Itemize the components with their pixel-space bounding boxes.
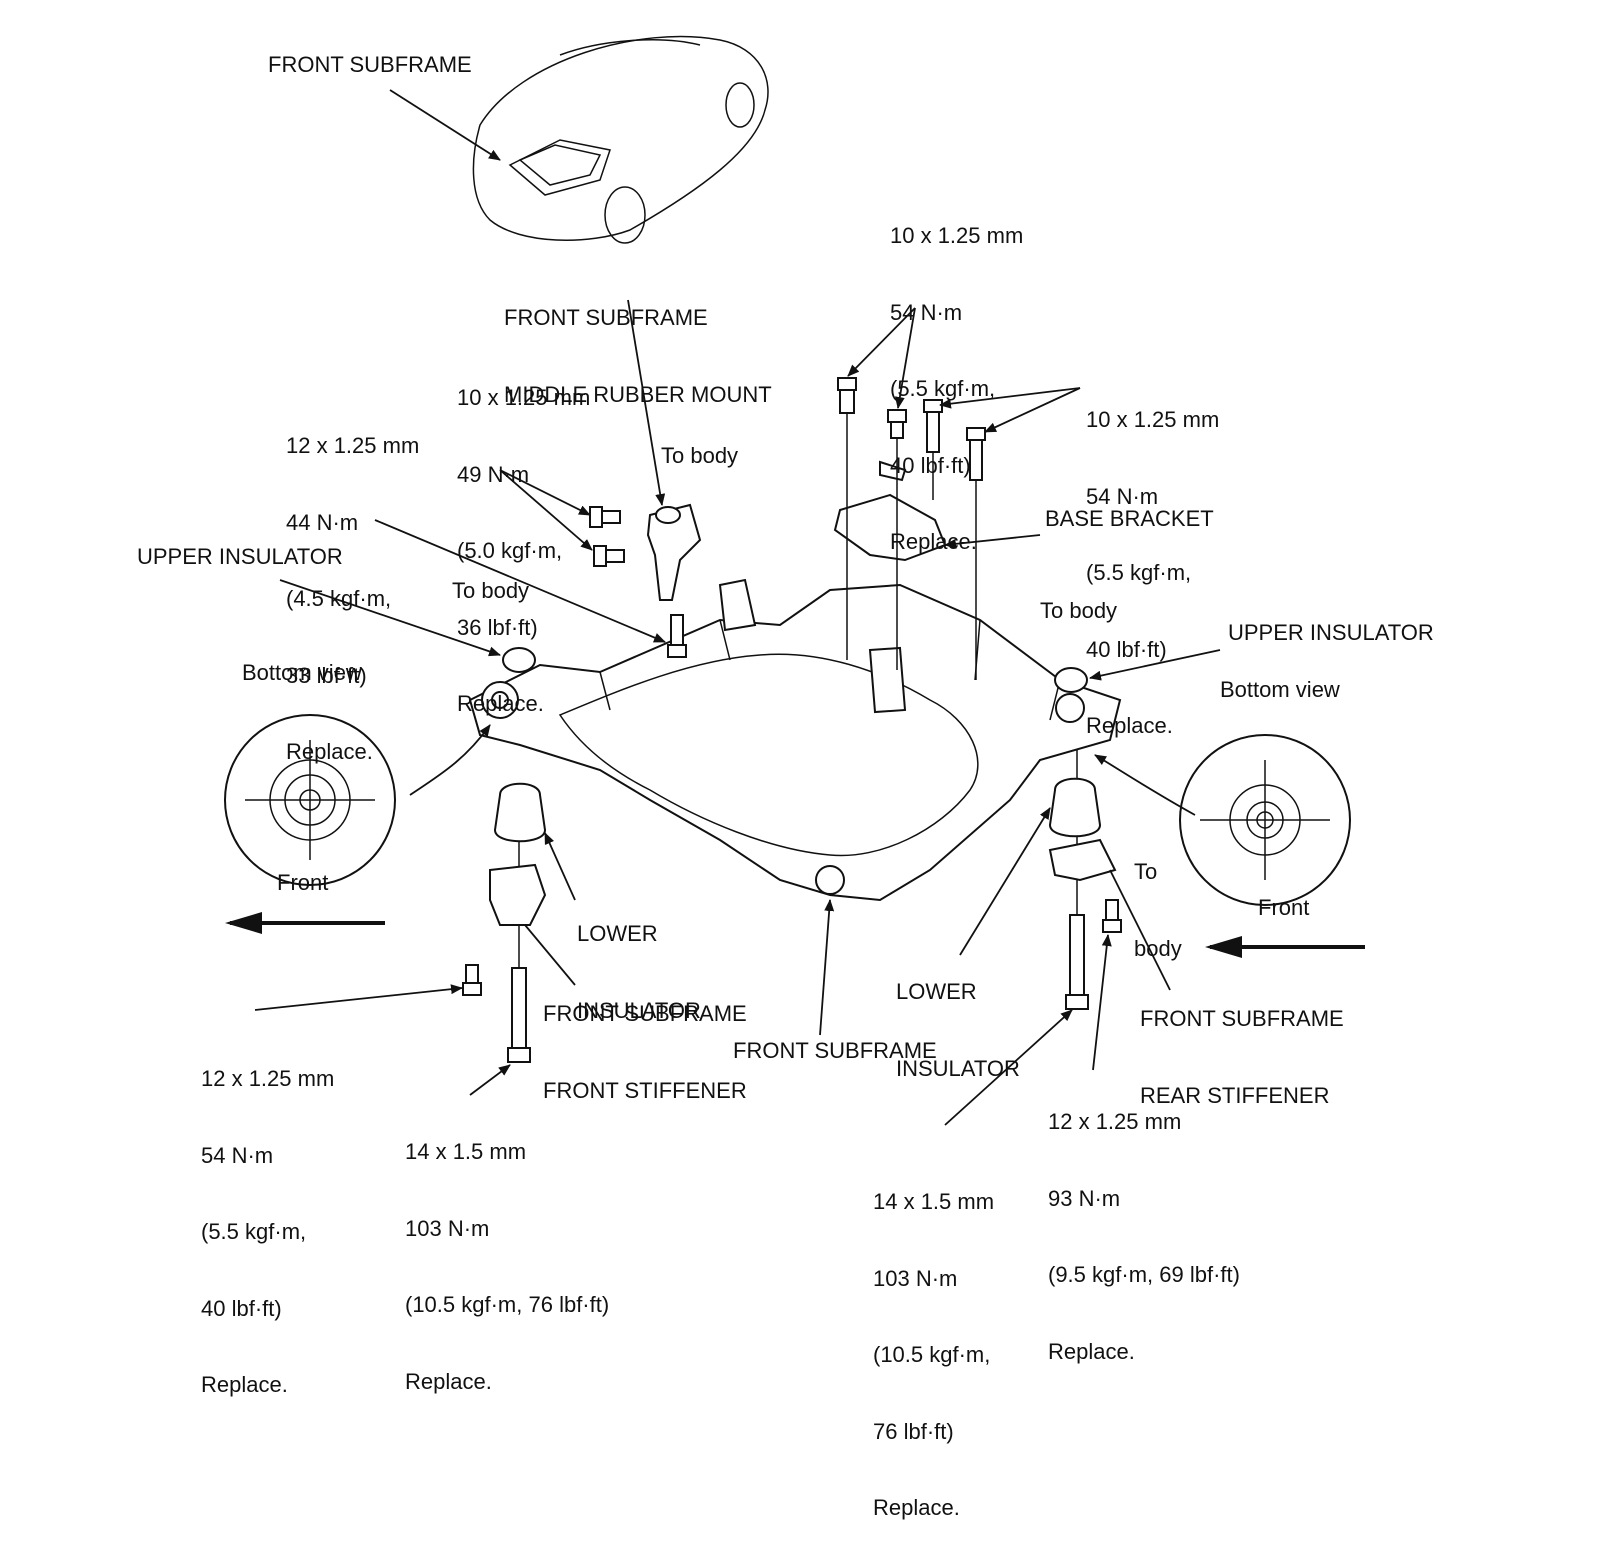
spec-torque-kgf: (5.0 kgf·m,: [457, 538, 563, 563]
spec-size: 10 x 1.25 mm: [890, 223, 1024, 248]
to-body-right-label: To body: [1040, 598, 1118, 623]
spec-torque-nm: 93 N·m: [1048, 1185, 1121, 1211]
spec-torque-kgf: (5.5 kgf·m,: [201, 1219, 307, 1244]
label-line: FRONT SUBFRAME: [504, 305, 708, 330]
leader-lines: [254, 89, 1221, 1126]
spec-size: 12 x 1.25 mm: [1048, 1109, 1182, 1134]
spec-size: 12 x 1.25 mm: [201, 1066, 335, 1091]
torque-spec-top-center: 10 x 1.25 mm 54 N·m (5.5 kgf·m, 40 lbf·f…: [890, 172, 1023, 580]
spec-torque-kgf: (4.5 kgf·m,: [286, 586, 392, 611]
torque-spec-front-long-bolt: 14 x 1.5 mm 103 N·m (10.5 kgf·m, 76 lbf·…: [405, 1088, 609, 1420]
front-right-label: Front: [1258, 895, 1310, 920]
label-line: LOWER: [577, 921, 658, 946]
torque-spec-mount-bolts: 10 x 1.25 mm 49 N·m (5.0 kgf·m, 36 lbf·f…: [457, 334, 590, 742]
spec-size: 14 x 1.5 mm: [873, 1189, 995, 1214]
bottom-view-left-detail: [224, 714, 396, 886]
base-bracket-part: [833, 460, 947, 562]
label-line: FRONT STIFFENER: [543, 1077, 747, 1103]
front-subframe-part: [468, 578, 1122, 902]
spec-torque-lbf: 40 lbf·ft): [890, 452, 971, 478]
spec-torque-lbf: 40 lbf·ft): [201, 1295, 282, 1321]
spec-replace: Replace.: [286, 739, 373, 764]
spec-torque-lbf: 36 lbf·ft): [457, 614, 538, 640]
spec-torque: (10.5 kgf·m, 76 lbf·ft): [405, 1292, 610, 1317]
lower-insulator-left-label: LOWER INSULATOR: [577, 870, 701, 1049]
front-subframe-label: FRONT SUBFRAME: [733, 1038, 937, 1063]
spec-torque-kgf: (5.5 kgf·m,: [890, 376, 996, 401]
torque-spec-front-stiffener-bolt: 12 x 1.25 mm 54 N·m (5.5 kgf·m, 40 lbf·f…: [201, 1015, 334, 1423]
front-stiffener-label: FRONT SUBFRAME FRONT STIFFENER: [543, 950, 747, 1129]
label-line: REAR STIFFENER: [1140, 1082, 1330, 1108]
spec-torque-nm: 44 N·m: [286, 509, 359, 535]
label-line: INSULATOR: [577, 997, 701, 1023]
front-stiffener-part: [489, 863, 547, 926]
spec-replace: Replace.: [201, 1372, 288, 1397]
car-outline-icon: [472, 35, 769, 244]
spec-torque-lbf: 76 lbf·ft): [873, 1418, 954, 1444]
spec-torque-kgf: (10.5 kgf·m,: [873, 1342, 991, 1367]
subframe-exploded-view: [224, 35, 1365, 1126]
spec-torque-lbf: 40 lbf·ft): [1086, 636, 1167, 662]
upper-insulator-right-part: [1054, 667, 1088, 693]
spec-torque-nm: 54 N·m: [1086, 483, 1159, 509]
label-line: MIDDLE RUBBER MOUNT: [504, 381, 772, 407]
bottom-view-right-detail: [1179, 734, 1351, 906]
spec-torque-nm: 103 N·m: [873, 1265, 958, 1291]
base-bracket-label: BASE BRACKET: [1045, 506, 1214, 531]
torque-spec-mount-lower-bolt: 12 x 1.25 mm 44 N·m (4.5 kgf·m, 33 lbf·f…: [286, 382, 419, 790]
torque-spec-rear-stiffener-bolt: 12 x 1.25 mm 93 N·m (9.5 kgf·m, 69 lbf·f…: [1048, 1058, 1240, 1390]
upper-insulator-right-label: UPPER INSULATOR: [1228, 620, 1434, 645]
spec-replace: Replace.: [405, 1368, 492, 1394]
spec-torque-kgf: (5.5 kgf·m,: [1086, 560, 1192, 585]
middle-rubber-mount-label: FRONT SUBFRAME MIDDLE RUBBER MOUNT: [504, 254, 772, 433]
spec-torque-kgf: (9.5 kgf·m, 69 lbf·ft): [1048, 1262, 1240, 1287]
label-line: FRONT SUBFRAME: [543, 1001, 747, 1026]
spec-torque-nm: 49 N·m: [457, 461, 530, 487]
front-direction-arrow-right-icon: [1205, 936, 1365, 958]
upper-insulator-left-part: [502, 647, 536, 673]
bolt-icon: [462, 377, 1122, 1063]
label-line: LOWER: [896, 979, 977, 1004]
spec-size: 10 x 1.25 mm: [457, 385, 591, 410]
label-line: INSULATOR: [896, 1055, 1020, 1081]
spec-torque-nm: 54 N·m: [201, 1142, 274, 1168]
rear-stiffener-label: FRONT SUBFRAME REAR STIFFENER: [1140, 955, 1344, 1134]
bottom-view-right-label: Bottom view: [1220, 677, 1340, 702]
lower-insulator-left-part: [493, 782, 547, 843]
spec-size: 12 x 1.25 mm: [286, 433, 420, 458]
lower-insulator-right-label: LOWER INSULATOR: [896, 928, 1020, 1107]
to-body-left-label: To body: [452, 578, 530, 603]
lower-insulator-right-part: [1048, 777, 1102, 838]
spec-size: 14 x 1.5 mm: [405, 1139, 527, 1164]
spec-replace: Replace.: [1086, 713, 1173, 738]
front-subframe-overview-label: FRONT SUBFRAME: [268, 52, 472, 77]
to-body-rear-stiffener-label: To body: [1134, 808, 1182, 987]
spec-size: 10 x 1.25 mm: [1086, 407, 1220, 432]
front-left-label: Front: [277, 870, 329, 895]
spec-replace: Replace.: [1048, 1338, 1135, 1364]
torque-spec-top-right: 10 x 1.25 mm 54 N·m (5.5 kgf·m, 40 lbf·f…: [1086, 356, 1219, 764]
spec-torque-lbf: 33 lbf·ft): [286, 662, 367, 688]
upper-insulator-left-label: UPPER INSULATOR: [137, 544, 343, 569]
spec-torque-nm: 103 N·m: [405, 1215, 490, 1241]
label-line: To: [1134, 859, 1158, 884]
middle-rubber-mount-part: [646, 503, 702, 601]
bottom-view-left-label: Bottom view: [242, 660, 362, 685]
spec-replace: Replace.: [873, 1495, 960, 1520]
label-line: FRONT SUBFRAME: [1140, 1006, 1344, 1031]
rear-stiffener-part: [1048, 838, 1117, 882]
to-body-mount-label: To body: [661, 443, 739, 468]
spec-replace: Replace.: [890, 529, 977, 554]
label-line: body: [1134, 935, 1182, 961]
spec-torque-nm: 54 N·m: [890, 299, 963, 325]
front-direction-arrow-left-icon: [225, 912, 385, 934]
torque-spec-rear-long-bolt: 14 x 1.5 mm 103 N·m (10.5 kgf·m, 76 lbf·…: [873, 1138, 994, 1546]
spec-replace: Replace.: [457, 691, 544, 716]
